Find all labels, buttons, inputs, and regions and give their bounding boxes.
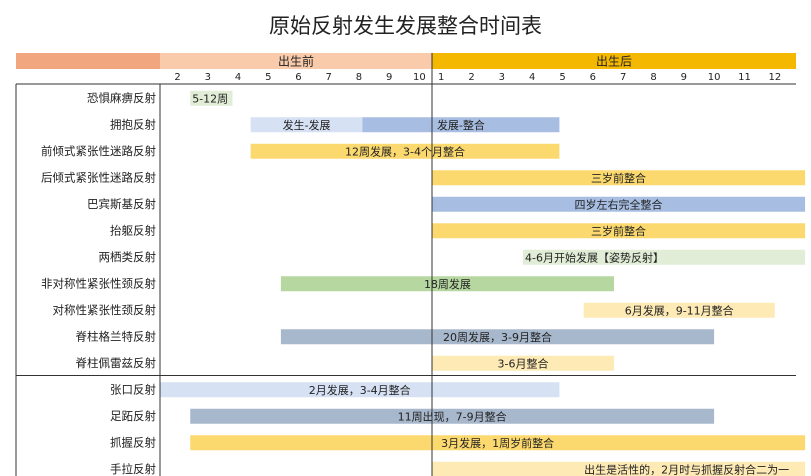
bar-label: 三岁前整合 bbox=[591, 224, 646, 238]
tick-label-after: 10 bbox=[708, 72, 721, 83]
period-label-after: 出生后 bbox=[596, 55, 632, 69]
tick-label-after: 8 bbox=[650, 72, 656, 83]
tick-label-before: 9 bbox=[386, 72, 392, 83]
tick-label-before: 4 bbox=[235, 72, 241, 83]
row-label: 对称性紧张性颈反射 bbox=[53, 303, 157, 317]
row-label: 非对称性紧张性颈反射 bbox=[41, 276, 156, 290]
period-label-before: 出生前 bbox=[278, 54, 314, 69]
tick-label-after: 11 bbox=[738, 72, 751, 83]
bar-label: 四岁左右完全整合 bbox=[575, 197, 663, 211]
tick-label-after: 7 bbox=[620, 72, 626, 83]
timeline-bar bbox=[280, 329, 715, 345]
chart-title: 原始反射发生发展整合时间表 bbox=[269, 14, 542, 38]
tick-label-after: 5 bbox=[559, 72, 565, 83]
row-label: 两栖类反射 bbox=[99, 250, 157, 264]
bar-label: 12周发展，3-4个月整合 bbox=[345, 144, 465, 158]
tick-label-before: 5 bbox=[265, 72, 271, 83]
bar-label: 3-6月整合 bbox=[498, 356, 549, 370]
header-after-band bbox=[432, 53, 796, 69]
bar-label: 18周发展 bbox=[424, 277, 471, 291]
timeline-bar bbox=[160, 382, 560, 398]
timeline-bar bbox=[523, 249, 806, 265]
row-label: 抬躯反射 bbox=[110, 223, 156, 237]
timeline-bar bbox=[432, 223, 806, 239]
timeline-bar bbox=[432, 196, 806, 212]
tick-label-after: 1 bbox=[438, 72, 444, 83]
header-stub bbox=[16, 53, 160, 69]
timeline-bar bbox=[250, 117, 363, 133]
bar-label: 发生-发展 bbox=[283, 118, 331, 132]
tick-label-after: 3 bbox=[499, 72, 505, 83]
row-label: 张口反射 bbox=[110, 382, 156, 396]
header-before-band bbox=[160, 53, 432, 69]
row-label: 后倾式紧张性迷路反射 bbox=[41, 170, 156, 184]
tick-label-after: 9 bbox=[681, 72, 687, 83]
bar-label: 4-6月开始发展【姿势反射】 bbox=[525, 250, 664, 264]
row-label: 手拉反射 bbox=[110, 462, 156, 476]
bar-label: 出生是活性的，2月时与抓握反射合二为一 bbox=[584, 462, 789, 476]
row-label: 抓握反射 bbox=[110, 435, 156, 449]
bar-label: 2月发展，3-4月整合 bbox=[309, 383, 411, 397]
row-label: 恐惧麻痹反射 bbox=[87, 91, 156, 105]
timeline-bar bbox=[280, 276, 614, 292]
timeline-bar bbox=[583, 302, 775, 318]
bar-label: 三岁前整合 bbox=[591, 171, 646, 185]
tick-label-after: 4 bbox=[529, 72, 535, 83]
bar-label: 5-12周 bbox=[192, 92, 228, 105]
tick-label-before: 7 bbox=[326, 72, 332, 83]
tick-label-before: 8 bbox=[356, 72, 362, 83]
row-label: 拥抱反射 bbox=[110, 117, 156, 131]
row-label: 脊柱格兰特反射 bbox=[76, 329, 157, 343]
timeline-bar bbox=[190, 435, 806, 451]
bar-label: 发展-整合 bbox=[437, 118, 485, 132]
bar-label: 11周出现，7-9月整合 bbox=[398, 409, 507, 423]
row-label: 脊柱佩雷兹反射 bbox=[76, 356, 157, 370]
bar-label: 20周发展，3-9月整合 bbox=[443, 330, 552, 344]
timeline-bar bbox=[432, 170, 806, 186]
timeline-bar bbox=[432, 355, 614, 371]
timeline-bar bbox=[432, 461, 806, 476]
timeline-bar bbox=[190, 90, 233, 106]
bar-label: 3月发展，1周岁前整合 bbox=[441, 436, 554, 450]
tick-label-before: 10 bbox=[413, 72, 426, 83]
row-label: 足跖反射 bbox=[110, 409, 156, 423]
row-label: 巴宾斯基反射 bbox=[87, 197, 156, 211]
timeline-bar bbox=[250, 143, 560, 159]
tick-label-after: 6 bbox=[590, 72, 596, 83]
timeline-bar bbox=[190, 408, 715, 424]
bar-label: 6月发展，9-11月整合 bbox=[625, 303, 734, 317]
tick-label-before: 6 bbox=[295, 72, 301, 83]
tick-label-after: 12 bbox=[768, 72, 781, 83]
timeline-bar bbox=[362, 117, 560, 133]
tick-label-before: 3 bbox=[205, 72, 211, 83]
tick-label-after: 2 bbox=[468, 72, 474, 83]
row-label: 前倾式紧张性迷路反射 bbox=[41, 144, 156, 158]
tick-label-before: 2 bbox=[174, 72, 180, 83]
